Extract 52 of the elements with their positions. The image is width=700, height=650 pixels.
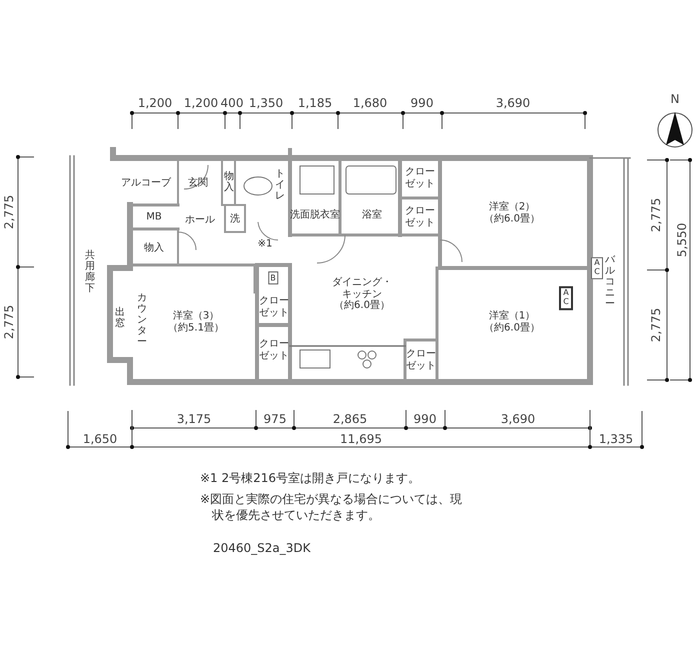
room-label: クローゼット	[259, 338, 289, 362]
file-name-text: 20460_S2a_3DK	[213, 541, 311, 557]
room-label: ダイニング・キッチン（約6.0畳）	[331, 276, 393, 312]
room-label: クローゼット	[405, 348, 437, 372]
dimension-text: 5,550	[676, 222, 690, 258]
dimension-text: 975	[264, 413, 286, 427]
dimension-text: 2,775	[650, 308, 664, 342]
room-label: アルコーブ	[121, 177, 171, 189]
room-label: 洋室（1）（約6.0畳）	[483, 310, 541, 334]
air-conditioner-label: AC	[559, 286, 573, 310]
note-text: ※図面と実際の住宅が異なる場合については、現状を優先させていただきます。	[200, 492, 464, 524]
north-label: N	[670, 93, 680, 107]
dimension-text: 1,335	[598, 433, 634, 447]
dimension-text: 1,650	[82, 433, 118, 447]
dimension-text: 400	[220, 97, 244, 111]
dimension-text: 3,690	[496, 97, 530, 111]
note-text: ※1 2号棟216号室は開き戸になります。	[200, 471, 420, 487]
room-label: 物入	[224, 171, 234, 193]
dimension-text: 990	[414, 413, 436, 427]
dimension-text: 2,775	[650, 198, 664, 232]
room-label: ホール	[185, 214, 215, 226]
air-conditioner-label: AC	[591, 257, 603, 279]
room-label: クローゼット	[404, 206, 436, 228]
room-label: 浴室	[362, 209, 382, 221]
room-label: 洋室（2）（約6.0畳）	[483, 202, 541, 224]
dimension-text: 2,775	[3, 194, 17, 230]
breaker-label: B	[268, 271, 278, 285]
room-label: 出窓	[114, 307, 126, 329]
dimension-text: 1,200	[138, 97, 172, 111]
dimension-text: 3,690	[500, 413, 536, 427]
room-label: MB	[146, 211, 162, 223]
dimension-text: 1,185	[298, 97, 332, 111]
dimension-text: 11,695	[340, 433, 382, 447]
dimension-text: 1,680	[352, 97, 388, 111]
room-label: 共用廊下	[84, 250, 96, 294]
dimension-text: 2,865	[332, 413, 368, 427]
room-label: バルコニー	[604, 254, 616, 310]
room-label: 洗	[230, 213, 240, 225]
dimension-text: 990	[410, 97, 434, 111]
dimension-text: 3,175	[176, 413, 212, 427]
room-label: 玄関	[188, 177, 208, 189]
dimension-text: 1,350	[248, 97, 284, 111]
room-label: ※1	[258, 238, 272, 250]
dimension-text: 2,775	[3, 304, 17, 340]
room-label: カウンター	[136, 292, 148, 348]
room-label: 洗面脱衣室	[290, 209, 340, 221]
dimension-text: 1,200	[184, 97, 218, 111]
room-label: クローゼット	[404, 166, 436, 190]
room-label: 物入	[144, 242, 164, 254]
room-label: 洋室（3）（約5.1畳）	[167, 310, 225, 334]
room-label: クローゼット	[259, 296, 289, 318]
room-label: トイレ	[274, 168, 286, 202]
